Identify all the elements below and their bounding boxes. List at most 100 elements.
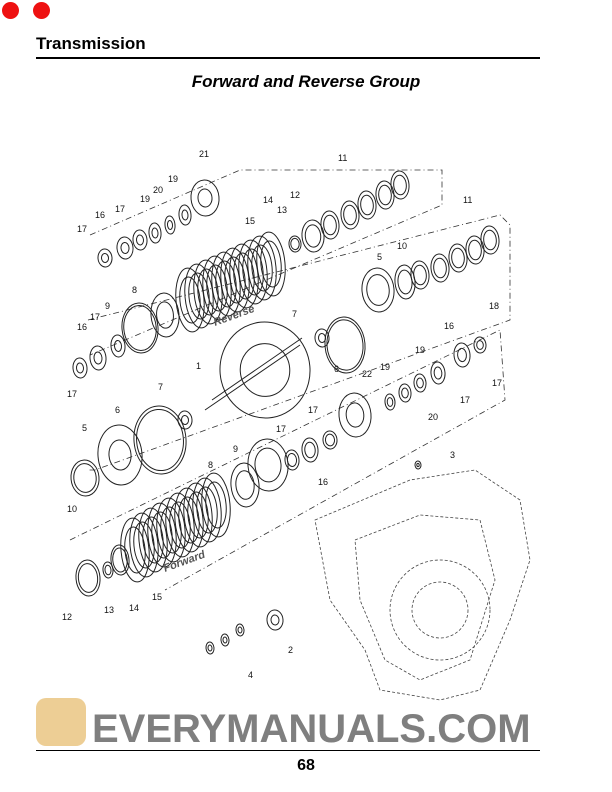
clutch-disc	[129, 512, 159, 578]
washer	[70, 459, 100, 497]
callout-12: 12	[290, 190, 300, 200]
clutch-disc	[220, 247, 250, 313]
bearing-ring	[116, 236, 134, 260]
callout-17: 17	[77, 224, 87, 234]
o-ring	[205, 641, 215, 655]
bearing	[97, 424, 143, 486]
input-shaft	[204, 337, 303, 411]
clutch-disc	[193, 259, 223, 325]
bearing-ring	[148, 222, 162, 244]
callout-17: 17	[276, 424, 286, 434]
washer	[72, 357, 88, 379]
clutch-disc	[201, 472, 231, 538]
callout-19: 19	[380, 362, 390, 372]
ring	[230, 462, 260, 508]
callout-9: 9	[233, 444, 238, 454]
bearing-ring	[97, 248, 113, 268]
callout-11: 11	[463, 195, 472, 205]
callout-10: 10	[397, 241, 407, 251]
gear-part	[398, 383, 412, 403]
plug	[414, 460, 422, 470]
bearing-ring	[164, 215, 176, 235]
callout-16: 16	[318, 477, 328, 487]
clutch-disc	[147, 502, 177, 568]
callout-2: 2	[288, 645, 293, 655]
clutch-disc	[174, 487, 204, 553]
seal-ring	[324, 316, 366, 374]
friction-ring	[340, 200, 360, 230]
bearing-ring	[132, 229, 148, 251]
callout-11: 11	[338, 153, 347, 163]
snap-ring	[102, 561, 114, 579]
gear-part	[384, 393, 396, 411]
ring	[110, 544, 130, 576]
ring	[430, 253, 450, 283]
callout-9: 9	[105, 301, 110, 311]
callout-1: 1	[196, 361, 201, 371]
clutch-disc	[256, 231, 286, 297]
callout-5: 5	[82, 423, 87, 433]
o-ring	[235, 623, 245, 637]
friction-ring	[288, 235, 302, 253]
red-dot-1	[2, 2, 19, 19]
friction-ring	[320, 210, 340, 240]
bearing-ring	[190, 179, 220, 217]
callout-21: 21	[199, 149, 209, 159]
forward-label: Forward	[162, 549, 207, 575]
header-divider	[36, 57, 540, 59]
ring	[361, 267, 395, 313]
seal-ring	[121, 302, 159, 354]
page-title: Forward and Reverse Group	[191, 72, 421, 91]
washer	[177, 410, 193, 430]
shaft-gear	[219, 321, 311, 419]
ring	[465, 235, 485, 265]
watermark: EVERYMANUALS.COM	[36, 698, 531, 750]
clutch-disc	[120, 517, 150, 583]
sleeve	[266, 609, 284, 631]
callout-13: 13	[104, 605, 114, 615]
callout-16: 16	[444, 321, 454, 331]
section-heading: Transmission	[36, 34, 146, 53]
ring	[284, 449, 300, 471]
callout-19: 19	[140, 194, 150, 204]
callout-17: 17	[460, 395, 470, 405]
clutch-disc	[156, 497, 186, 563]
gear-part	[413, 373, 427, 393]
friction-ring	[390, 170, 410, 200]
pressure-plate	[150, 292, 180, 338]
ring	[480, 225, 500, 255]
callout-6: 6	[115, 405, 120, 415]
clutch-disc	[184, 263, 214, 329]
clutch-disc	[247, 235, 277, 301]
callout-10: 10	[67, 504, 77, 514]
callout-16: 16	[95, 210, 105, 220]
ring	[410, 260, 430, 290]
callout-5: 5	[377, 252, 382, 262]
ring	[301, 437, 319, 463]
watermark-badge	[36, 698, 86, 746]
footer-divider	[36, 750, 540, 751]
red-dot-2	[33, 2, 50, 19]
seal-ring	[133, 405, 187, 475]
callout-15: 15	[152, 592, 162, 602]
callout-7: 7	[158, 382, 163, 392]
callout-6: 6	[334, 364, 339, 374]
gear-part	[453, 342, 471, 368]
callout-13: 13	[277, 205, 287, 215]
callout-14: 14	[129, 603, 139, 613]
callout-3: 3	[450, 450, 455, 460]
watermark-text: EVERYMANUALS.COM	[92, 707, 531, 750]
callout-19: 19	[415, 345, 425, 355]
clutch-disc	[175, 267, 205, 333]
callout-20: 20	[428, 412, 438, 422]
clutch-disc	[138, 507, 168, 573]
callout-17: 17	[115, 204, 125, 214]
washer	[89, 345, 107, 371]
bearing-ring	[178, 204, 192, 226]
washer	[110, 334, 126, 358]
gear-part	[430, 361, 446, 385]
callout-14: 14	[263, 195, 273, 205]
callout-4: 4	[248, 670, 253, 680]
clutch-disc	[165, 492, 195, 558]
clutch-disc	[229, 243, 259, 309]
